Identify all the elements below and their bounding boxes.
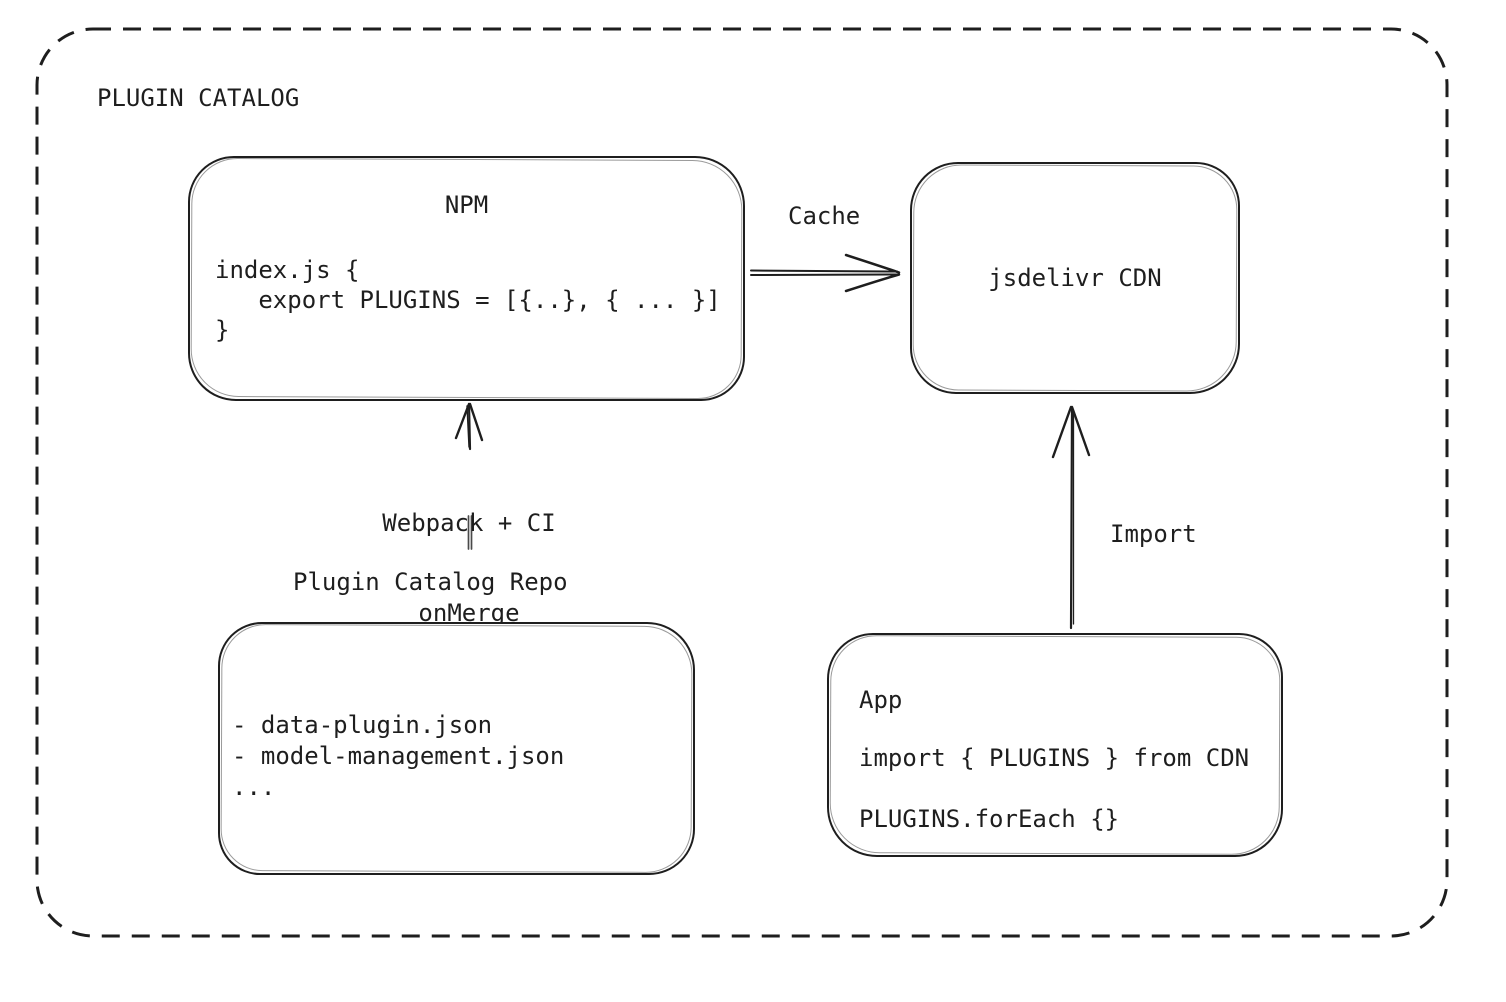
npm-code-line: index.js { <box>215 256 360 284</box>
build-edge-label-line1: Webpack + CI <box>382 509 556 537</box>
app-code-line: import { PLUGINS } from CDN <box>859 744 1250 772</box>
repo-file-item: - model-management.json <box>232 742 565 770</box>
repo-node-label: Plugin Catalog Repo <box>293 568 568 596</box>
jsdelivr-cdn-label: jsdelivr CDN <box>988 264 1162 292</box>
repo-file-item: ... <box>232 773 276 801</box>
build-arrow-tail <box>467 515 473 550</box>
import-arrow <box>1051 405 1091 630</box>
npm-node: NPM index.js { export PLUGINS = [{..}, {… <box>188 156 745 401</box>
cache-edge-label: Cache <box>788 202 861 230</box>
repo-file-item: - data-plugin.json <box>232 711 493 739</box>
npm-code-line: } <box>215 316 230 344</box>
build-arrow <box>454 402 484 451</box>
app-node: App import { PLUGINS } from CDN PLUGINS.… <box>827 633 1283 857</box>
app-node-title: App <box>859 686 903 714</box>
import-edge-label: Import <box>1110 520 1197 548</box>
cache-arrow <box>750 253 901 293</box>
diagram-title: PLUGIN CATALOG <box>97 84 300 112</box>
plugin-catalog-dashed-border <box>35 27 1449 938</box>
npm-node-title: NPM <box>444 191 489 219</box>
app-code-line: PLUGINS.forEach {} <box>859 805 1120 833</box>
plugin-catalog-repo-node: - data-plugin.json - model-management.js… <box>218 622 695 875</box>
npm-code-line: export PLUGINS = [{..}, { ... }] <box>215 286 721 314</box>
jsdelivr-cdn-node: jsdelivr CDN <box>910 162 1240 394</box>
